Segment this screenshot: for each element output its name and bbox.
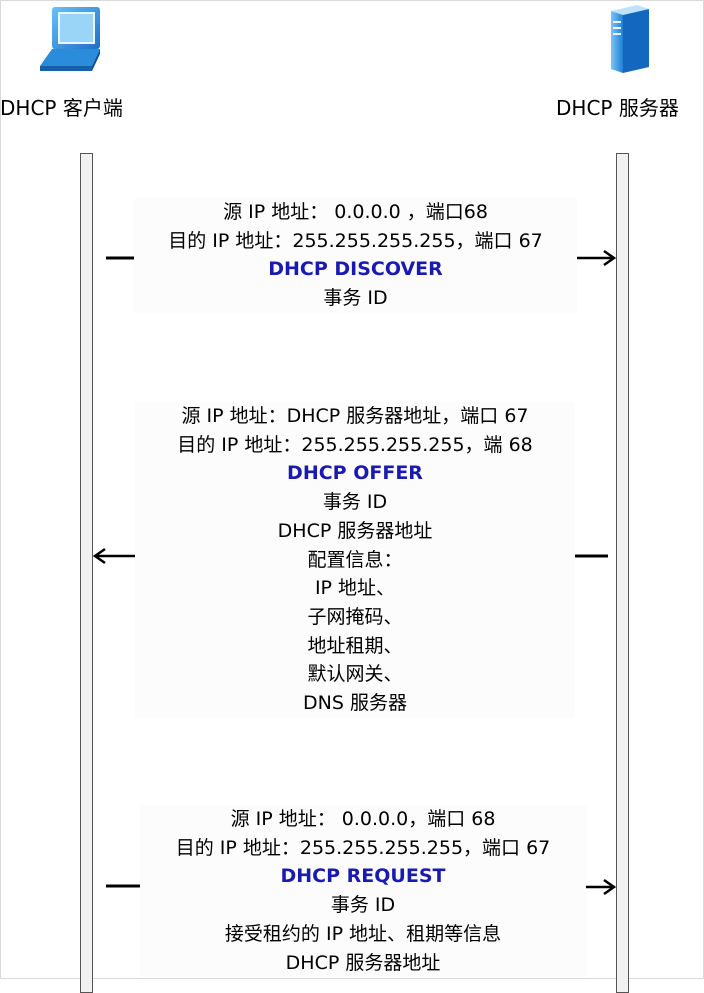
discover-arrowhead xyxy=(577,249,617,267)
offer-config-ip: IP 地址、 xyxy=(314,577,396,600)
request-arrowhead xyxy=(585,878,617,896)
client-label: DHCP 客户端 xyxy=(0,96,123,120)
offer-server-address: DHCP 服务器地址 xyxy=(277,519,433,542)
offer-title: DHCP OFFER xyxy=(287,462,423,485)
request-message: 源 IP 地址： 0.0.0.0，端口 68 目的 IP 地址：255.255.… xyxy=(140,805,586,978)
client-lifeline xyxy=(80,153,93,993)
request-transaction-id: 事务 ID xyxy=(330,894,396,917)
request-lease-info: 接受租约的 IP 地址、租期等信息 xyxy=(224,922,502,945)
offer-destination-line: 目的 IP 地址：255.255.255.255，端 68 xyxy=(177,433,533,456)
discover-source-line: 源 IP 地址： 0.0.0.0 ，端口68 xyxy=(223,201,488,223)
request-server-address: DHCP 服务器地址 xyxy=(285,951,441,974)
offer-config-heading: 配置信息： xyxy=(307,548,403,571)
offer-config-lease: 地址租期、 xyxy=(307,634,403,657)
offer-config-subnet-mask: 子网掩码、 xyxy=(307,605,403,628)
offer-arrow-right-stub xyxy=(574,554,608,558)
server-label: DHCP 服务器 xyxy=(556,96,679,120)
server-lifeline xyxy=(616,153,629,993)
offer-config-dns: DNS 服务器 xyxy=(303,692,407,715)
request-arrow-left-stub xyxy=(106,884,140,888)
offer-config-gateway: 默认网关、 xyxy=(307,663,403,686)
server-icon xyxy=(611,5,649,73)
offer-source-line: 源 IP 地址：DHCP 服务器地址，端口 67 xyxy=(181,405,529,427)
laptop-icon xyxy=(40,7,100,71)
discover-transaction-id: 事务 ID xyxy=(323,287,388,310)
discover-title: DHCP DISCOVER xyxy=(268,258,443,281)
offer-transaction-id: 事务 ID xyxy=(322,491,388,514)
request-title: DHCP REQUEST xyxy=(280,865,446,888)
discover-destination-line: 目的 IP 地址：255.255.255.255，端口 67 xyxy=(168,229,543,252)
offer-arrowhead xyxy=(92,547,138,565)
discover-arrow-left-stub xyxy=(106,256,134,260)
discover-message: 源 IP 地址： 0.0.0.0 ，端口68 目的 IP 地址：255.255.… xyxy=(134,198,577,313)
request-source-line: 源 IP 地址： 0.0.0.0，端口 68 xyxy=(230,808,496,830)
offer-message: 源 IP 地址：DHCP 服务器地址，端口 67 目的 IP 地址：255.25… xyxy=(135,402,575,718)
request-destination-line: 目的 IP 地址：255.255.255.255，端口 67 xyxy=(175,836,551,859)
